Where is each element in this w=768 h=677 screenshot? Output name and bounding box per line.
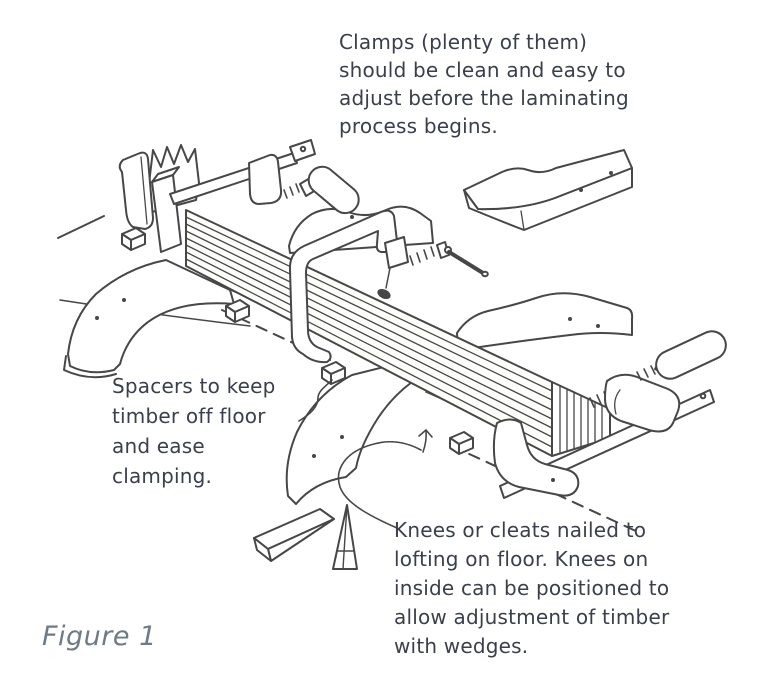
clamp-caul — [118, 151, 154, 230]
sash-clamp-right — [492, 330, 727, 499]
spacers-annotation: Spacers to keep timber off floor and eas… — [112, 374, 276, 488]
g-clamp-middle — [288, 209, 489, 364]
wooden-handle — [307, 165, 360, 215]
spacers-leader-line — [298, 379, 333, 422]
knee-left — [63, 259, 235, 379]
leader-arrowhead-icon — [418, 429, 433, 438]
sliding-head — [248, 153, 283, 205]
knee-center — [285, 357, 429, 505]
knees-annotation: Knees or cleats nailed to lofting on flo… — [394, 518, 670, 658]
knee-right-back — [456, 292, 634, 350]
tommy-bar — [447, 250, 485, 275]
knee-right-front — [492, 418, 580, 497]
lamination-end-slats — [559, 385, 603, 454]
screw-thread — [283, 183, 300, 199]
leader-lines — [298, 379, 433, 529]
wedges — [253, 504, 358, 570]
wooden-handle — [655, 330, 727, 380]
loose-knee — [463, 149, 633, 231]
laminated-timber-stack — [185, 209, 611, 457]
sliding-head — [604, 373, 681, 433]
clamps-annotation: Clamps (plenty of them) should be clean … — [339, 30, 629, 138]
screw-thread — [409, 246, 435, 266]
screw-pad — [377, 288, 391, 300]
sash-clamp-left — [118, 139, 360, 253]
figure-caption: Figure 1 — [42, 621, 157, 652]
leader-arrow-stem — [422, 429, 427, 453]
knees-leader-line — [337, 441, 422, 529]
clamp-frame — [288, 209, 398, 364]
